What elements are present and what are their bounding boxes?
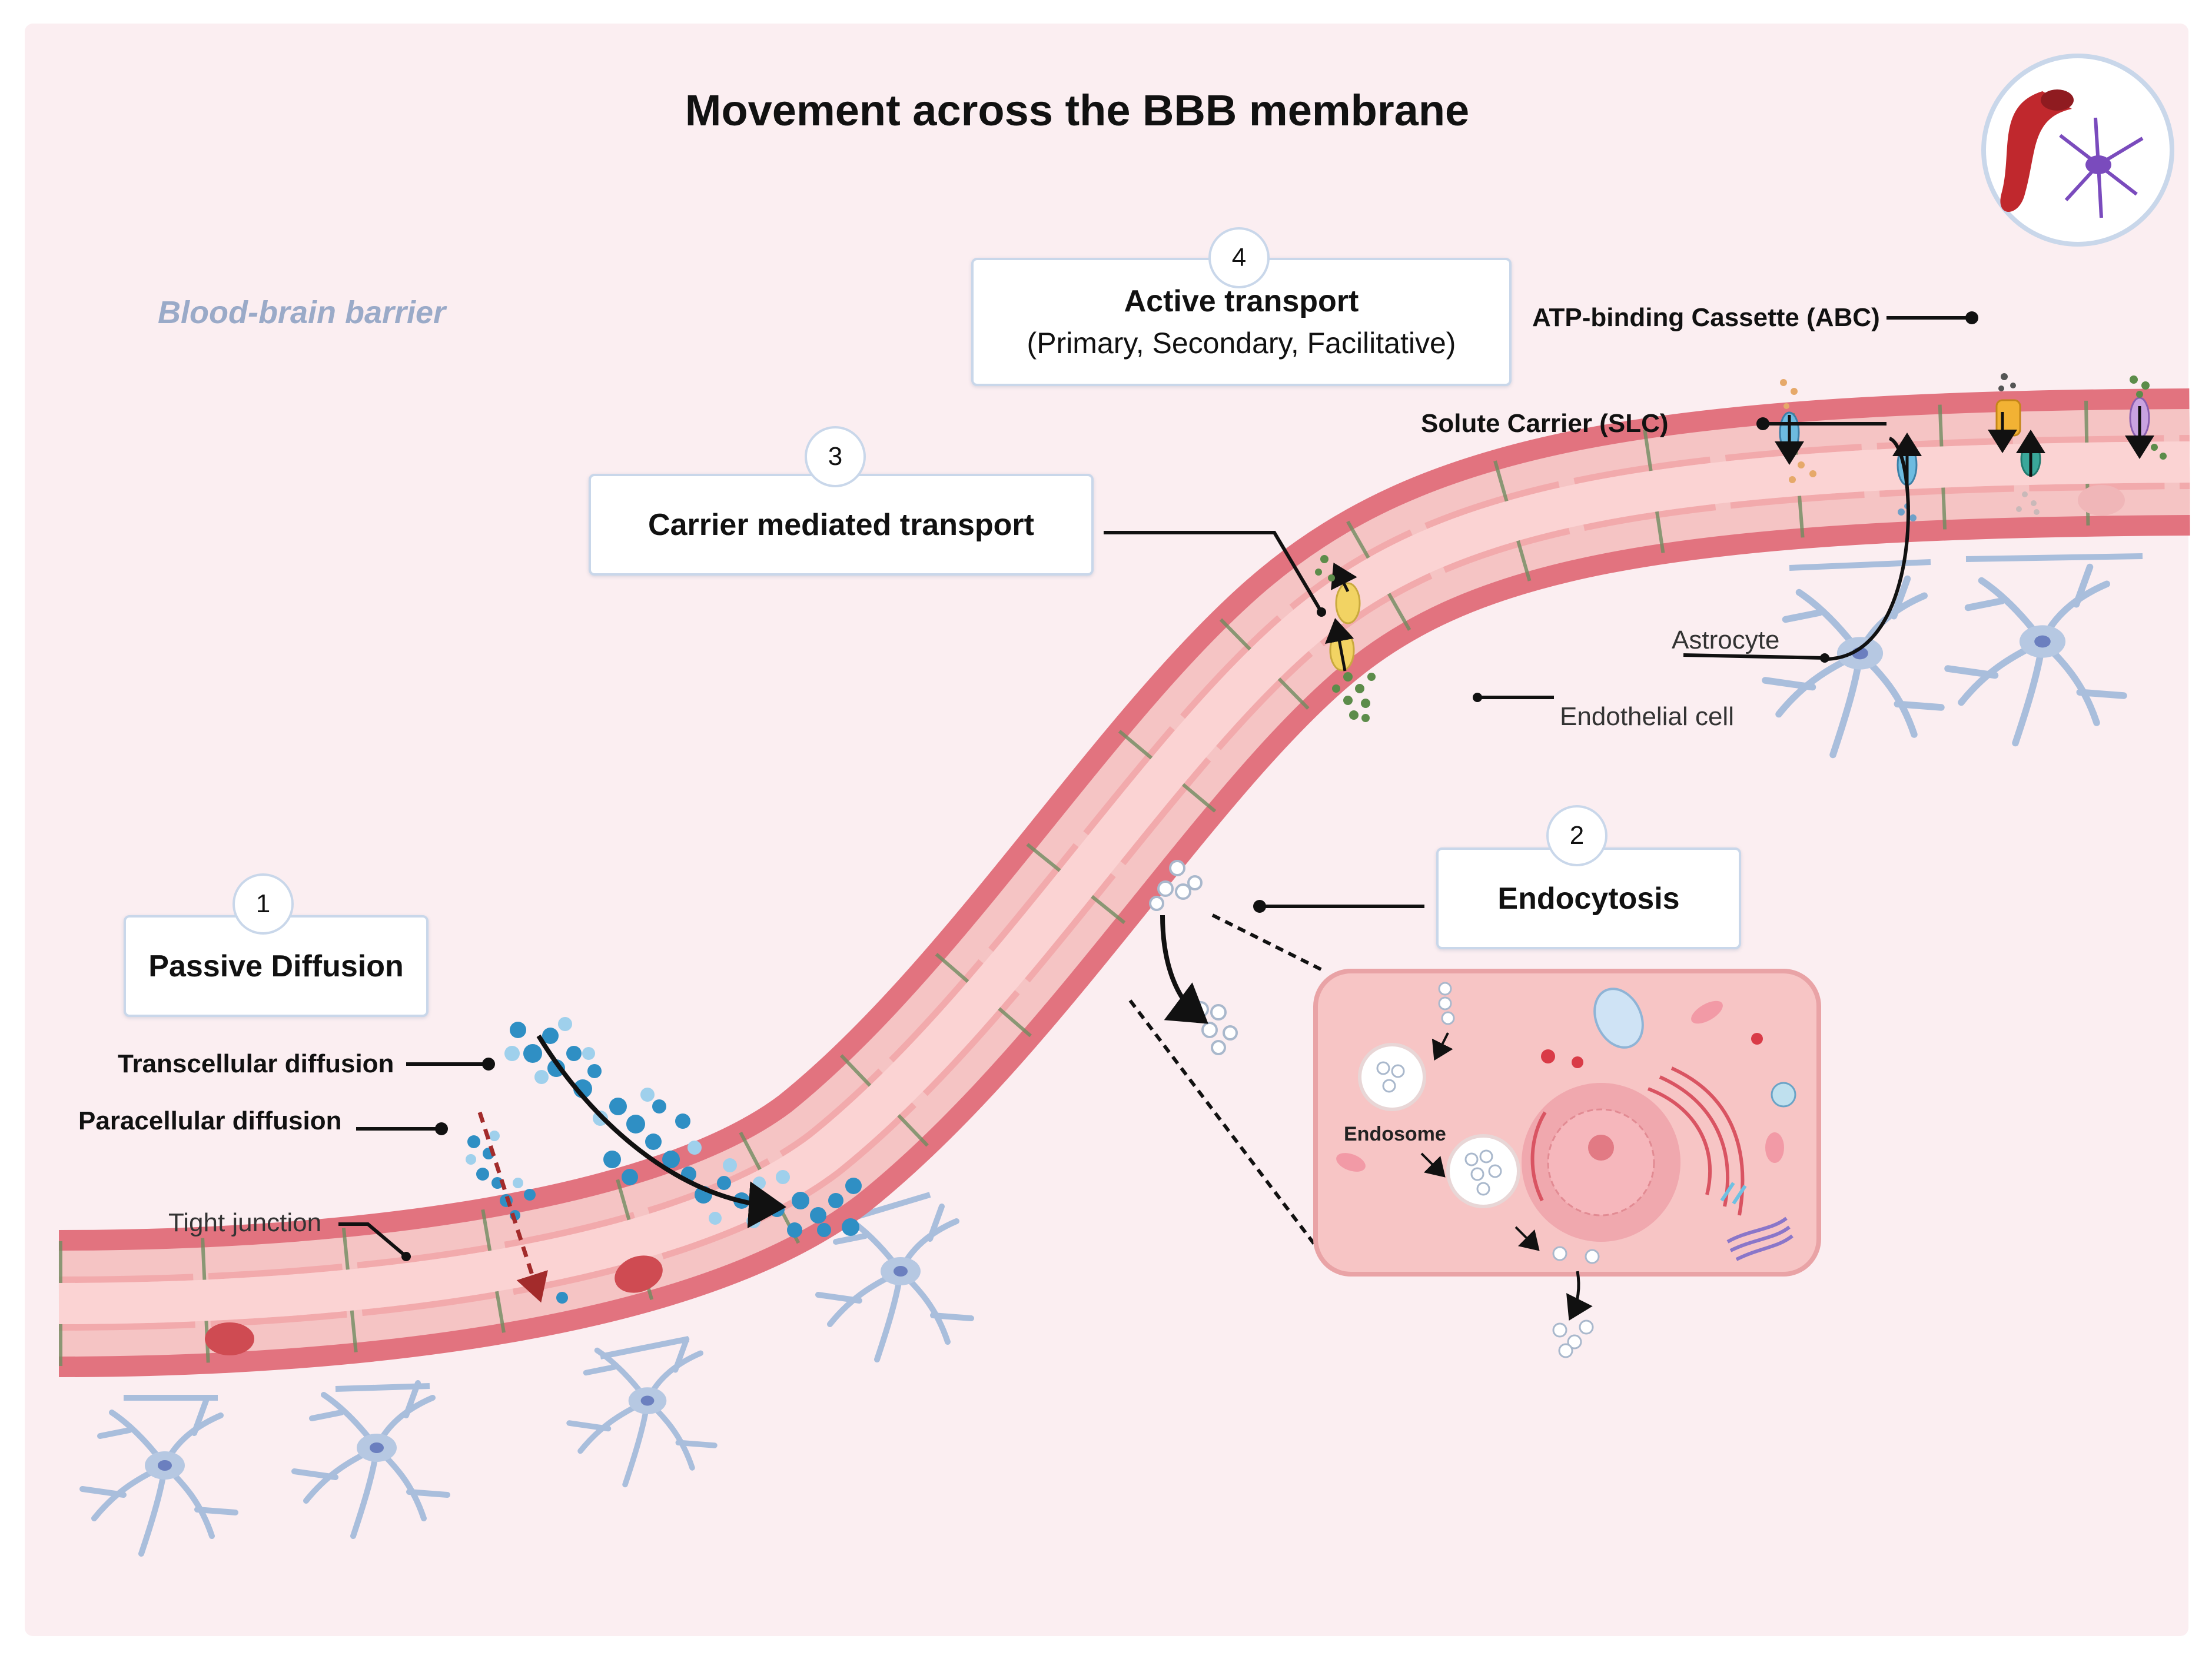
- mechanism-number-3: 3: [805, 426, 866, 487]
- carrier-protein: [1315, 555, 1376, 722]
- bbb-logo-icon: [1981, 54, 2174, 247]
- endothelial-cell-label: Endothelial cell: [1560, 702, 1734, 731]
- transcellular-label: Transcellular diffusion: [118, 1049, 394, 1078]
- mechanism-number-1: 1: [233, 873, 294, 935]
- astrocyte-label: Astrocyte: [1672, 626, 1780, 654]
- region-label: Blood-brain barrier: [158, 295, 446, 330]
- mechanism-number-2: 2: [1546, 805, 1607, 866]
- leader-dots: [401, 311, 1978, 1261]
- passive-diffusion-box: Passive Diffusion: [124, 915, 429, 1017]
- red-blood-cells: [205, 485, 2125, 1355]
- tight-junction-label: Tight junction: [168, 1208, 322, 1237]
- endosome-label: Endosome: [1344, 1123, 1446, 1145]
- passive-diffusion-title: Passive Diffusion: [148, 949, 404, 983]
- abc-transporter-label: ATP-binding Cassette (ABC): [1532, 303, 1880, 332]
- transcellular-arrow: [536, 1034, 786, 1229]
- carrier-mediated-title: Carrier mediated transport: [648, 507, 1034, 542]
- active-transport-title: Active transport: [1124, 284, 1359, 318]
- endocytosis-title: Endocytosis: [1497, 881, 1680, 916]
- carrier-mediated-box: Carrier mediated transport: [589, 474, 1094, 576]
- endocytosis-arrow: [1160, 915, 1208, 1024]
- blood-vessel: [58, 388, 2190, 1377]
- leader-lines: [338, 316, 1972, 1258]
- slc-transporter-label: Solute Carrier (SLC): [1421, 409, 1669, 438]
- mechanism-number-4: 4: [1208, 227, 1270, 288]
- paracellular-arrow: [477, 1111, 548, 1303]
- page-title: Movement across the BBB membrane: [685, 86, 1470, 135]
- paracellular-label: Paracellular diffusion: [78, 1106, 342, 1135]
- active-transport-box: Active transport (Primary, Secondary, Fa…: [971, 258, 1512, 386]
- astrocytes: [82, 553, 2143, 1554]
- active-transport-subtitle: (Primary, Secondary, Facilitative): [1027, 327, 1456, 360]
- endothelial-cell-inset: [1313, 969, 1821, 1358]
